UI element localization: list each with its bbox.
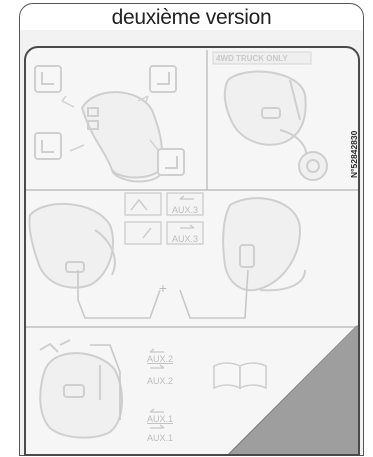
- joystick-icon-bottom: [40, 340, 122, 438]
- joystick-icon-left: [29, 204, 114, 288]
- aux3-top-label: AUX.3: [172, 205, 198, 215]
- part-number: N°52842830: [349, 130, 359, 178]
- axle-icon: [225, 72, 327, 180]
- aux2-top-label: AUX.2: [147, 354, 173, 364]
- aux1-bottom-label: AUX.1: [147, 433, 173, 443]
- joystick-icon-right: [223, 198, 305, 290]
- aux1-top-label: AUX.1: [147, 414, 173, 424]
- book-icon: [214, 363, 266, 388]
- plus-sign: +: [159, 280, 167, 296]
- aux3-bottom-label: AUX.3: [172, 234, 198, 244]
- aux2-bottom-label: AUX.2: [147, 376, 173, 386]
- truck-note: 4WD TRUCK ONLY: [216, 54, 288, 63]
- joystick-icon: [82, 92, 162, 181]
